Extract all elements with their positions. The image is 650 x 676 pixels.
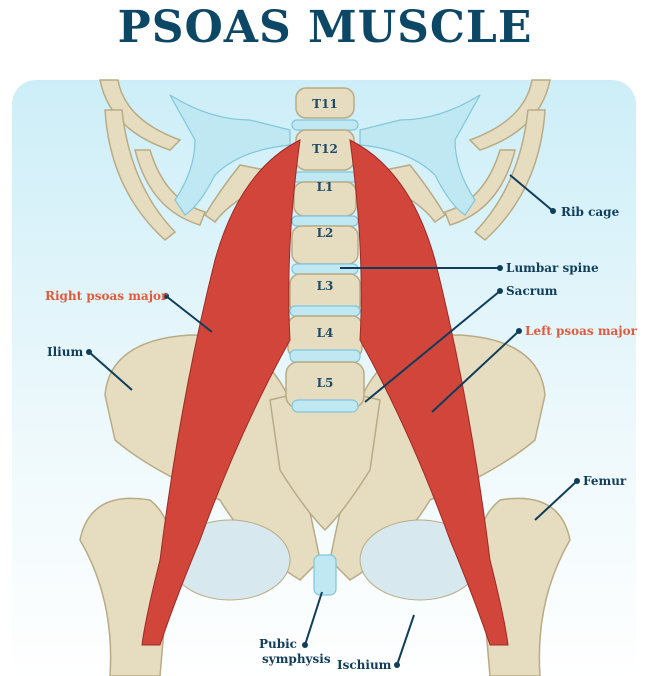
label-left-psoas-major: Left psoas major [525,324,638,338]
vertebra-label: L4 [317,326,334,340]
label-ilium: Ilium [47,345,83,359]
left-psoas-major [349,139,509,646]
vertebra-label: L3 [317,279,334,293]
label-rib-cage: Rib cage [561,205,620,219]
label-femur: Femur [583,474,627,488]
pointer-lines [86,174,580,668]
pubic-symphysis-cartilage [313,554,337,596]
label-sacrum: Sacrum [506,284,558,298]
vertebra-label: T11 [312,97,338,111]
label-lumbar-spine: Lumbar spine [506,261,599,275]
vertebra-label: T12 [312,142,338,156]
label-right-psoas-major: Right psoas major [45,289,168,303]
label-ischium: Ischium [337,658,392,672]
right-psoas-major [141,139,301,646]
page-title: PSOAS MUSCLE [117,2,533,53]
vertebra-label: L1 [317,180,334,194]
vertebra-label: L5 [317,376,334,390]
label-pubic-symphysis: Pubic [259,637,297,651]
vertebra-label: L2 [317,226,334,240]
rib-cage [99,79,551,241]
lumbar-spine [285,87,365,413]
label-pubic-symphysis-2: symphysis [262,652,331,666]
